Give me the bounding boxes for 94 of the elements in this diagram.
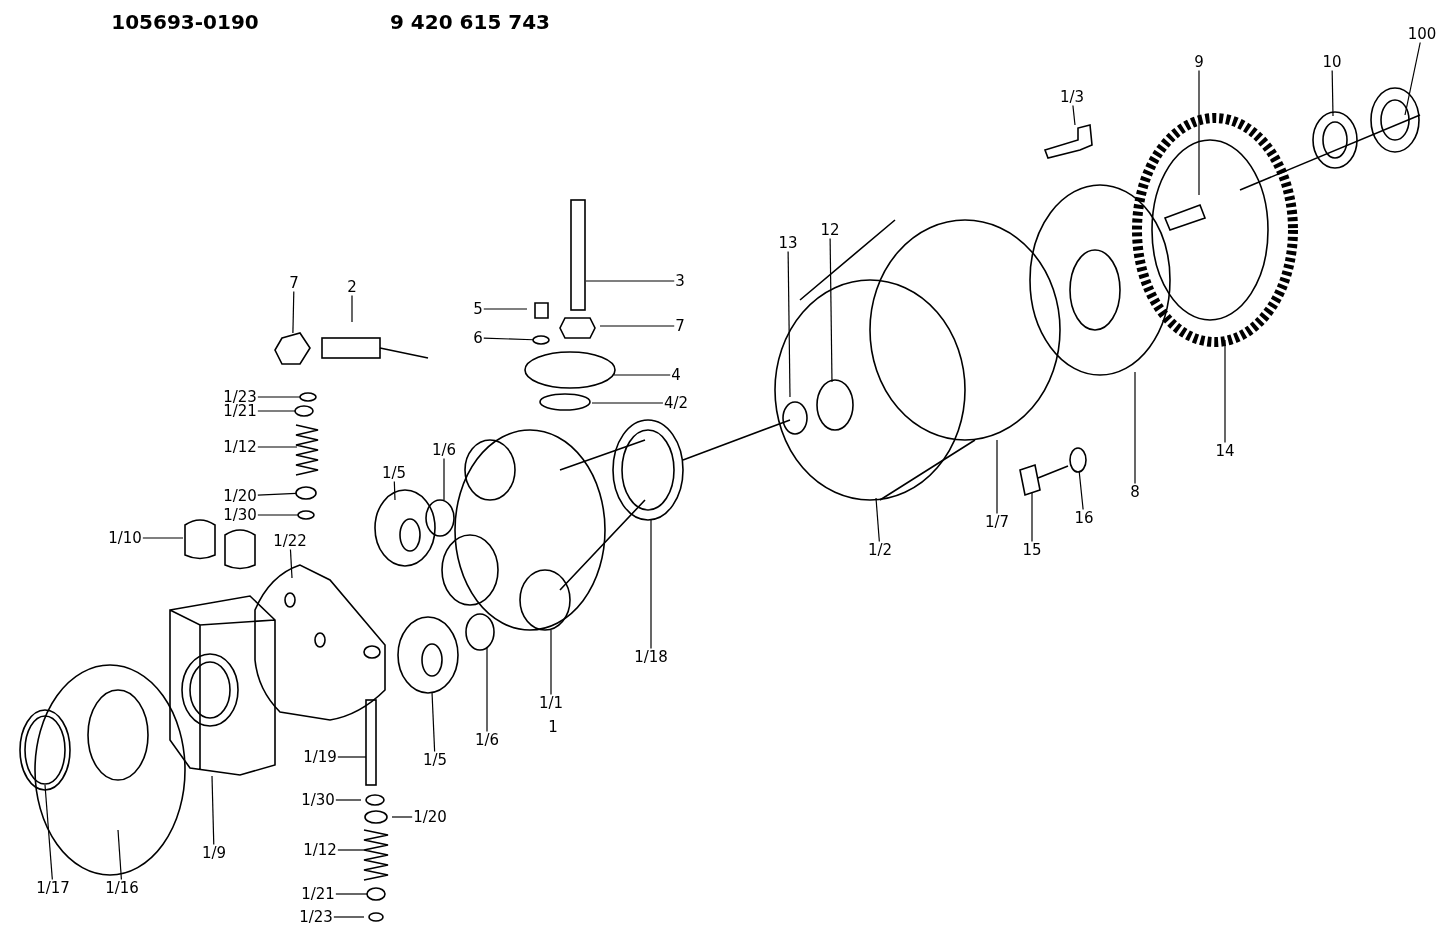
leader-line [44, 784, 53, 881]
callout-number: 1/2 [866, 541, 894, 559]
callout-number: 1/16 [104, 879, 140, 897]
callout-number: 1/30 [222, 506, 258, 524]
callout-number: 8 [1129, 483, 1141, 501]
washer-drawing [532, 335, 550, 345]
leader-line [1224, 339, 1226, 444]
leader-line [483, 308, 528, 310]
leader-line [1031, 491, 1033, 543]
callout-number: 1/30 [300, 791, 336, 809]
callout-number: 7 [288, 274, 300, 292]
leader-line [1198, 69, 1200, 196]
spring-seat-drawing [366, 887, 386, 901]
leader-line [211, 775, 215, 846]
callout-number: 1/20 [412, 808, 448, 826]
leader-line [550, 629, 552, 696]
spring-seat-drawing [295, 486, 317, 500]
leader-line [391, 816, 413, 818]
callout-number: 12 [819, 221, 841, 239]
callout-number: 7 [674, 317, 686, 335]
leader-line [142, 537, 184, 539]
callout-number: 1/6 [473, 731, 501, 749]
leader-line [996, 439, 998, 515]
callout-number: 1 [547, 718, 559, 736]
callout-number: 10 [1321, 53, 1343, 71]
leader-line [599, 325, 675, 327]
leader-line [486, 647, 488, 733]
callout-number: 1/21 [222, 402, 258, 420]
leader-line [292, 290, 295, 334]
leader-line [117, 829, 122, 881]
spring-seat-drawing [294, 405, 314, 417]
callout-number: 16 [1073, 509, 1095, 527]
callout-number: 1/7 [983, 513, 1011, 531]
leader-line [257, 514, 299, 516]
leader-line [337, 756, 367, 758]
callout-number: 9 [1193, 53, 1205, 71]
callout-number: 2 [346, 278, 358, 296]
part-number: 105693-0190 [111, 10, 259, 34]
callout-number: 4/2 [662, 394, 690, 412]
callout-number: 1/6 [430, 441, 458, 459]
leader-line [257, 396, 301, 398]
callout-number: 1/21 [300, 885, 336, 903]
leader-line [333, 916, 365, 918]
leader-line [650, 519, 652, 650]
leader-line [1078, 471, 1084, 511]
callout-number: 5 [472, 300, 484, 318]
leader-line [1072, 104, 1076, 126]
leader-line [1331, 69, 1334, 117]
leader-line [337, 849, 365, 851]
leader-line [787, 250, 791, 398]
callout-number: 1/9 [200, 844, 228, 862]
callout-number: 6 [472, 329, 484, 347]
callout-number: 15 [1021, 541, 1043, 559]
leader-line [393, 480, 396, 501]
callout-number: 1/20 [222, 487, 258, 505]
leader-line [1134, 371, 1136, 485]
callout-number: 1/17 [35, 879, 71, 897]
callout-number: 100 [1406, 25, 1438, 43]
callout-number: 1/22 [272, 532, 308, 550]
callout-number: 4 [670, 366, 682, 384]
leader-line [335, 893, 368, 895]
leader-line [257, 492, 297, 496]
callout-number: 1/5 [380, 464, 408, 482]
callout-number: 1/12 [302, 841, 338, 859]
callout-number: 1/10 [107, 529, 143, 547]
leader-line [431, 691, 436, 753]
hex-nut-drawing [274, 332, 311, 365]
callout-number: 1/3 [1058, 88, 1086, 106]
washer-drawing [1069, 447, 1087, 473]
leader-line [289, 548, 293, 579]
callout-number: 1/19 [302, 748, 338, 766]
callout-number: 1/12 [222, 438, 258, 456]
callout-number: 1/5 [421, 751, 449, 769]
callout-number: 1/23 [298, 908, 334, 926]
callout-number: 1/1 [537, 694, 565, 712]
leader-line [875, 497, 880, 543]
callout-number: 3 [674, 272, 686, 290]
washer-drawing [297, 510, 315, 520]
callout-number: 13 [777, 234, 799, 252]
leader-line [335, 799, 362, 801]
ring-drawing [299, 392, 317, 402]
leader-line [443, 457, 445, 501]
leader-line [351, 294, 353, 323]
leader-line [483, 337, 534, 341]
leader-line [829, 237, 833, 383]
callout-number: 14 [1214, 442, 1236, 460]
part-number: 9 420 615 743 [389, 10, 551, 34]
leader-line [257, 446, 298, 448]
leader-line [585, 280, 675, 282]
leader-line [591, 402, 664, 404]
callout-number: 1/18 [633, 648, 669, 666]
leader-line [613, 374, 671, 376]
leader-line [1404, 41, 1421, 116]
leader-line [257, 410, 296, 412]
